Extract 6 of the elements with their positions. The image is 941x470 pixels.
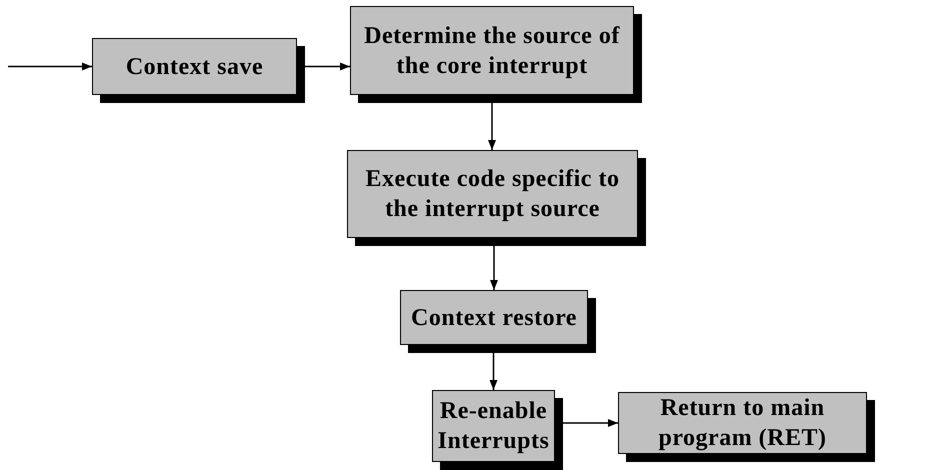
arrow: [490, 246, 498, 290]
arrow: [305, 62, 350, 70]
arrow: [488, 103, 496, 150]
arrow: [490, 353, 498, 390]
arrow: [563, 419, 618, 427]
arrow: [8, 62, 92, 70]
